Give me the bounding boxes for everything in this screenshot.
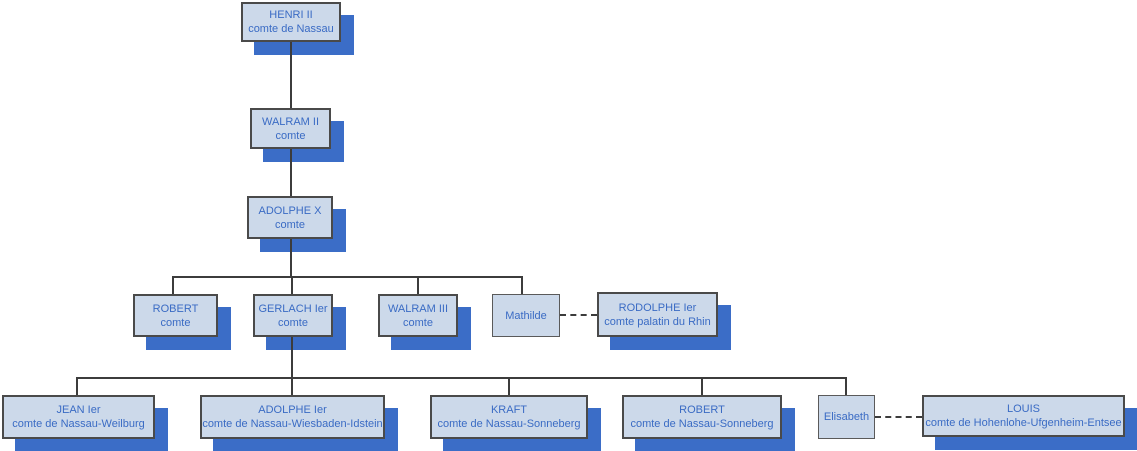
marriage-link-mathilde-rodolphe	[560, 314, 597, 316]
person-title: comte de Nassau	[248, 23, 334, 35]
person-name: HENRI II	[269, 9, 313, 21]
person-node-mathilde: Mathilde	[492, 294, 560, 337]
connector-gerlach-gen5	[291, 337, 293, 378]
person-node-louis: LOUIS comte de Hohenlohe-Ufgenheim-Entse…	[922, 395, 1125, 437]
person-node-rodolphe-ier: RODOLPHE Ier comte palatin du Rhin	[597, 292, 718, 337]
person-node-adolphe-ier: ADOLPHE Ier comte de Nassau-Wiesbaden-Id…	[200, 395, 385, 439]
person-name: GERLACH Ier	[258, 302, 328, 315]
person-name: ROBERT	[152, 302, 199, 315]
person-node-kraft: KRAFT comte de Nassau-Sonneberg	[430, 395, 588, 439]
connector-drop-robert-sonneberg	[701, 377, 703, 395]
person-title: comte	[160, 316, 191, 329]
person-name: WALRAM III	[387, 302, 449, 315]
connector-drop-adolphe-ier	[291, 377, 293, 395]
person-name: KRAFT	[490, 404, 528, 416]
person-node-adolphe-x: ADOLPHE X comte	[247, 196, 333, 239]
person-node-gerlach-ier: GERLACH Ier comte	[253, 294, 333, 337]
person-title: comte	[278, 316, 308, 329]
person-title: comte	[403, 316, 433, 329]
person-name: JEAN Ier	[56, 404, 101, 416]
connector-drop-jean	[76, 377, 78, 395]
person-node-elisabeth: Elisabeth	[818, 395, 875, 439]
person-name: RODOLPHE Ier	[618, 301, 697, 314]
person-title: comte	[275, 129, 306, 142]
connector-drop-walram-iii	[417, 276, 419, 294]
marriage-link-elisabeth-louis	[875, 416, 922, 418]
person-name: ROBERT	[679, 404, 725, 416]
person-name: ADOLPHE Ier	[258, 404, 327, 416]
person-node-jean-ier: JEAN Ier comte de Nassau-Weilburg	[2, 395, 155, 439]
person-title: comte de Hohenlohe-Ufgenheim-Entsee	[925, 417, 1122, 429]
person-name: ADOLPHE X	[258, 204, 322, 217]
connector-drop-mathilde	[521, 276, 523, 294]
connector-gen4-rail	[172, 276, 523, 278]
person-title: comte de Nassau-Sonneberg	[437, 418, 581, 430]
person-title: comte	[275, 218, 305, 231]
person-title: comte palatin du Rhin	[604, 315, 711, 328]
person-node-robert: ROBERT comte	[133, 294, 218, 337]
connector-drop-gerlach	[291, 276, 293, 294]
person-title: comte de Nassau-Weilburg	[12, 418, 145, 430]
person-node-walram-ii: WALRAM II comte	[250, 108, 331, 149]
connector-drop-kraft	[508, 377, 510, 395]
connector-walram-adolphe	[290, 149, 292, 196]
person-node-robert-sonneberg: ROBERT comte de Nassau-Sonneberg	[622, 395, 782, 439]
person-name: Elisabeth	[823, 411, 870, 423]
person-node-henri-ii: HENRI II comte de Nassau	[241, 2, 341, 42]
connector-drop-elisabeth	[845, 377, 847, 395]
person-name: WALRAM II	[261, 115, 320, 128]
connector-drop-robert	[172, 276, 174, 294]
connector-gen5-rail	[76, 377, 847, 379]
connector-adolphe-gen4	[290, 239, 292, 277]
person-node-walram-iii: WALRAM III comte	[378, 294, 458, 337]
person-title: comte de Nassau-Sonneberg	[630, 418, 774, 430]
person-name: Mathilde	[505, 309, 547, 322]
person-name: LOUIS	[1006, 403, 1040, 415]
connector-henri-walram	[290, 42, 292, 108]
person-title: comte de Nassau-Wiesbaden-Idstein	[202, 418, 383, 430]
